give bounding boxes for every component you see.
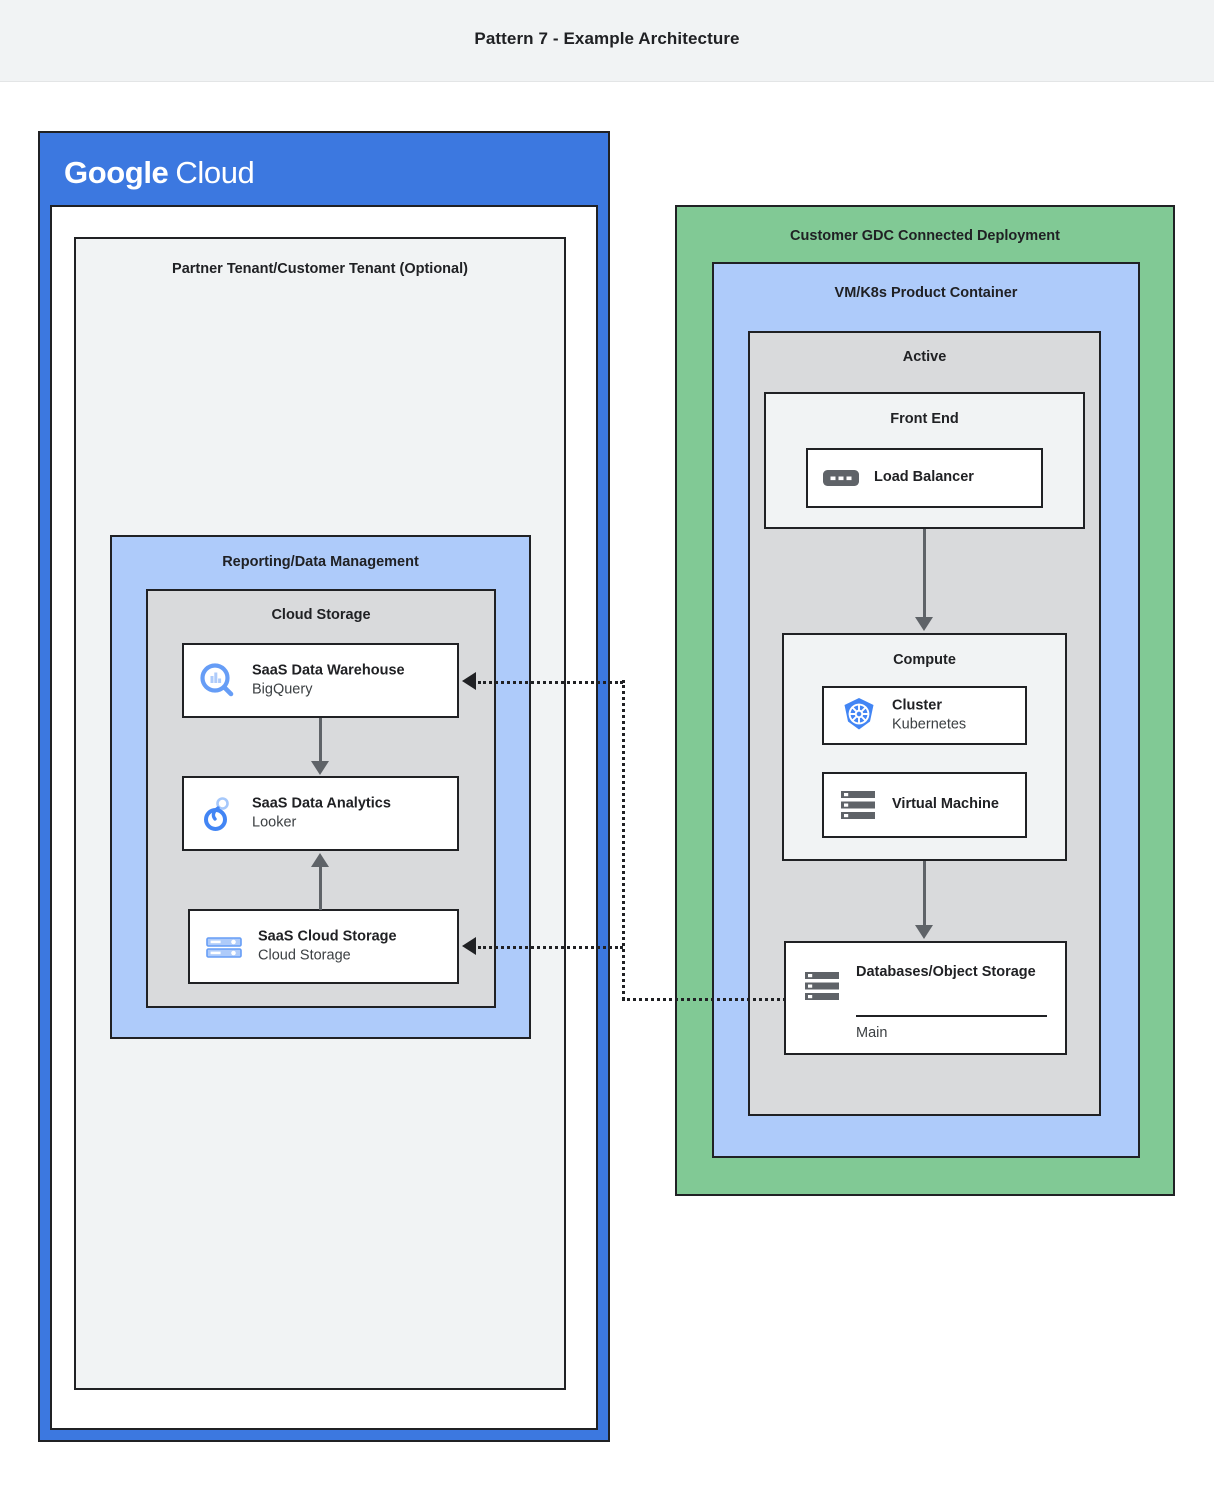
card-text: SaaS Data Warehouse BigQuery bbox=[252, 661, 405, 700]
arrow-storage-to-analytics-head bbox=[311, 853, 329, 867]
vm-k8s-product-container-label: VM/K8s Product Container bbox=[834, 285, 1018, 301]
kubernetes-icon bbox=[838, 695, 880, 737]
connector-cloud-storage-arrowhead bbox=[462, 937, 476, 955]
card-title: Databases/Object Storage bbox=[856, 964, 1036, 980]
card-subtitle: BigQuery bbox=[252, 681, 313, 698]
card-title: Cluster bbox=[892, 696, 942, 713]
card-text: Load Balancer bbox=[874, 468, 974, 488]
looker-icon bbox=[198, 794, 238, 834]
card-saas-cloud-storage[interactable]: SaaS Cloud Storage Cloud Storage bbox=[188, 909, 459, 984]
load-balancer-icon bbox=[822, 466, 860, 490]
card-text: Virtual Machine bbox=[892, 795, 999, 815]
card-text: SaaS Data Analytics Looker bbox=[252, 794, 391, 833]
arrow-compute-to-database-head bbox=[915, 925, 933, 939]
card-title: SaaS Data Warehouse bbox=[252, 661, 405, 678]
connector-warehouse-arrowhead bbox=[462, 672, 476, 690]
cloud-storage-icon bbox=[204, 927, 244, 967]
partner-tenant-label: Partner Tenant/Customer Tenant (Optional… bbox=[172, 261, 468, 277]
card-text: Cluster Kubernetes bbox=[892, 696, 966, 735]
arrow-warehouse-to-analytics-line bbox=[319, 718, 322, 763]
card-divider bbox=[856, 1015, 1047, 1017]
google-cloud-logo-primary: Google bbox=[64, 155, 169, 190]
title-bar: Pattern 7 - Example Architecture bbox=[0, 0, 1214, 82]
card-title: Virtual Machine bbox=[892, 796, 999, 813]
arrow-frontend-to-compute-head bbox=[915, 617, 933, 631]
connector-trunk-to-warehouse bbox=[478, 681, 623, 684]
card-load-balancer[interactable]: Load Balancer bbox=[806, 448, 1043, 508]
connector-trunk-to-cloud-storage bbox=[478, 946, 623, 949]
cloud-storage-group-label: Cloud Storage bbox=[271, 607, 371, 623]
bigquery-icon bbox=[198, 661, 238, 701]
arrow-frontend-to-compute-line bbox=[923, 529, 926, 619]
card-virtual-machine[interactable]: Virtual Machine bbox=[822, 772, 1027, 838]
page-title: Pattern 7 - Example Architecture bbox=[474, 29, 740, 48]
active-label: Active bbox=[902, 349, 947, 365]
database-stack-icon bbox=[802, 969, 844, 1007]
card-sub-label: Main bbox=[856, 1025, 888, 1041]
card-title: Load Balancer bbox=[874, 469, 974, 486]
arrow-compute-to-database-line bbox=[923, 861, 926, 927]
reporting-data-management-label: Reporting/Data Management bbox=[222, 554, 419, 570]
card-subtitle: Cloud Storage bbox=[258, 947, 351, 964]
connector-trunk-vertical bbox=[622, 680, 625, 1000]
connector-database-to-trunk bbox=[622, 998, 786, 1001]
card-text: Databases/Object Storage bbox=[856, 963, 1056, 983]
compute-label: Compute bbox=[893, 652, 956, 668]
card-title: SaaS Data Analytics bbox=[252, 794, 391, 811]
card-cluster[interactable]: Cluster Kubernetes bbox=[822, 686, 1027, 745]
card-saas-data-warehouse[interactable]: SaaS Data Warehouse BigQuery bbox=[182, 643, 459, 718]
card-subtitle: Kubernetes bbox=[892, 716, 967, 733]
front-end-label: Front End bbox=[890, 411, 959, 427]
card-databases-object-storage[interactable]: Databases/Object Storage Main bbox=[784, 941, 1067, 1055]
card-title: SaaS Cloud Storage bbox=[258, 927, 397, 944]
card-saas-data-analytics[interactable]: SaaS Data Analytics Looker bbox=[182, 776, 459, 851]
google-cloud-logo-secondary: Cloud bbox=[175, 155, 255, 190]
arrow-warehouse-to-analytics-head bbox=[311, 761, 329, 775]
gdc-deployment-label: Customer GDC Connected Deployment bbox=[790, 228, 1060, 244]
arrow-storage-to-analytics-line bbox=[319, 866, 322, 910]
virtual-machine-icon bbox=[838, 786, 880, 824]
card-subtitle: Looker bbox=[252, 814, 297, 831]
card-text: SaaS Cloud Storage Cloud Storage bbox=[258, 927, 397, 966]
